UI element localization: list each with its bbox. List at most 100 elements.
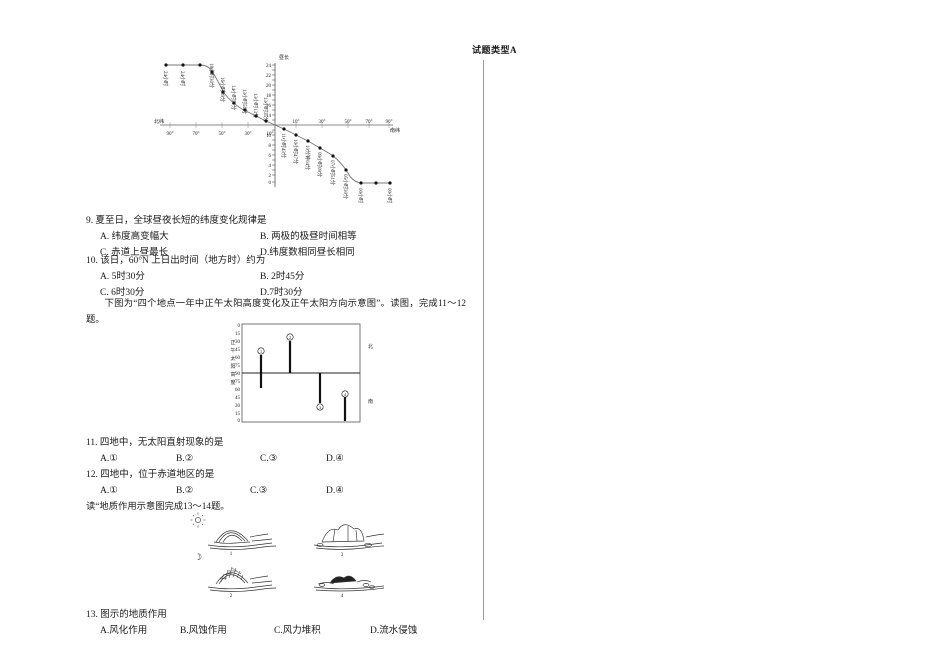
svg-text:24: 24 bbox=[266, 64, 272, 69]
svg-text:16小时09分: 16小时09分 bbox=[219, 77, 226, 102]
question-11-option-c[interactable]: C.③ bbox=[260, 453, 278, 464]
svg-text:4: 4 bbox=[269, 164, 272, 169]
question-11-option-d[interactable]: D.④ bbox=[326, 453, 344, 464]
geo-panel-number-1: 1 bbox=[230, 552, 233, 557]
svg-text:南纬: 南纬 bbox=[390, 127, 400, 134]
svg-text:18小时30分: 18小时30分 bbox=[208, 63, 215, 88]
column-divider bbox=[483, 60, 484, 620]
svg-text:90°: 90° bbox=[167, 132, 174, 137]
svg-text:10分钟04分: 10分钟04分 bbox=[304, 145, 311, 170]
question-12: 12. 四地中，位于赤道地区的是 A.① B.② C.③ D.④ bbox=[86, 468, 466, 499]
svg-text:30°: 30° bbox=[245, 132, 252, 137]
svg-text:15: 15 bbox=[235, 412, 241, 417]
geo-panel-number-3: 3 bbox=[341, 553, 344, 558]
svg-text:北纬: 北纬 bbox=[154, 118, 164, 125]
question-10-option-b[interactable]: B. 2时45分 bbox=[260, 271, 305, 282]
svg-text:13小时13分: 13小时13分 bbox=[252, 93, 259, 118]
svg-text:09小时09分: 09小时09分 bbox=[316, 152, 323, 177]
question-9-options-row-1: A. 纬度高变幅大 B. 两极的极昼时间相等 bbox=[86, 229, 466, 245]
paper-type-label: 试题类型A bbox=[472, 45, 517, 55]
question-12-options: A.① B.② C.③ D.④ bbox=[86, 483, 466, 499]
svg-text:13小时56分: 13小时56分 bbox=[241, 89, 248, 114]
svg-text:2: 2 bbox=[269, 174, 272, 179]
svg-text:2: 2 bbox=[289, 335, 291, 340]
svg-text:度: 度 bbox=[230, 379, 235, 386]
question-10-option-c[interactable]: C. 6时30分 bbox=[100, 287, 145, 298]
question-13: 13. 图示的地质作用 A.风化作用 B.风蚀作用 C.风力堆积 D.流水侵蚀 bbox=[86, 608, 466, 639]
question-11-option-b[interactable]: B.② bbox=[176, 453, 194, 464]
svg-text:60: 60 bbox=[235, 388, 241, 393]
svg-text:3: 3 bbox=[319, 405, 321, 410]
question-13-option-a[interactable]: A.风化作用 bbox=[100, 625, 148, 636]
question-12-option-b[interactable]: B.② bbox=[176, 485, 194, 496]
question-12-option-c[interactable]: C.③ bbox=[250, 485, 268, 496]
figure-geology-diagram: ☽ 1 bbox=[172, 512, 402, 602]
question-11-option-a[interactable]: A.① bbox=[100, 453, 118, 464]
lead-text-13-14: 读“地质作用示意图完成13～14题。 bbox=[86, 502, 230, 512]
question-12-option-a[interactable]: A.① bbox=[100, 485, 118, 496]
question-9-stem: 9. 夏至日，全球昼夜长短的纬度变化规律是 bbox=[86, 216, 267, 226]
svg-text:24小时: 24小时 bbox=[179, 71, 186, 86]
question-13-option-d[interactable]: D.流水侵蚀 bbox=[370, 625, 418, 636]
svg-text:30: 30 bbox=[235, 404, 241, 409]
svg-text:24小时: 24小时 bbox=[162, 71, 169, 86]
question-12-option-d[interactable]: D.④ bbox=[326, 485, 344, 496]
question-9-option-d[interactable]: D.纬度数相同昼长相同 bbox=[260, 247, 355, 258]
sun-icon bbox=[190, 512, 206, 528]
svg-text:20: 20 bbox=[266, 84, 272, 89]
question-11-options: A.① B.② C.③ D.④ bbox=[86, 451, 466, 467]
svg-text:45: 45 bbox=[235, 348, 241, 353]
question-9-option-c[interactable]: C. 赤道上昼最长 bbox=[100, 247, 169, 258]
question-10-options-row-1: A. 5时30分 B. 2时45分 bbox=[86, 269, 466, 285]
figure-solar-altitude-chart: 0 15 30 45 60 75 90 75 60 45 30 15 0 正午 bbox=[190, 318, 390, 430]
geo-panel-number-4: 4 bbox=[341, 594, 344, 599]
lead-text-11-12: 下图为“四个地点一年中正午太阳高度变化及正午太阳方向示意图”。读图，完成11～1… bbox=[86, 299, 466, 325]
chart-side-label-south: 南 bbox=[368, 398, 373, 405]
svg-text:0: 0 bbox=[238, 419, 241, 424]
svg-text:14小时51分: 14小时51分 bbox=[230, 85, 237, 110]
svg-text:15: 15 bbox=[235, 332, 241, 337]
svg-text:07小时51分: 07小时51分 bbox=[329, 160, 336, 185]
question-9-option-a[interactable]: A. 纬度高变幅大 bbox=[100, 231, 169, 242]
right-column: 14. 与图示地质作用相关最密切的自然因素是 A.光照 B.气温 C.植被 D.… bbox=[470, 0, 950, 672]
svg-text:30: 30 bbox=[235, 340, 241, 345]
question-13-option-b[interactable]: B.风蚀作用 bbox=[180, 625, 227, 636]
svg-text:00小时: 00小时 bbox=[386, 188, 393, 203]
svg-text:4: 4 bbox=[344, 392, 347, 397]
svg-text:10°: 10° bbox=[267, 132, 274, 137]
question-10-stem: 10. 该日，60°N 上日出时间（地方时）约为 bbox=[86, 256, 266, 266]
svg-text:22: 22 bbox=[266, 74, 272, 79]
question-11-stem: 11. 四地中，无太阳直射现象的是 bbox=[86, 438, 224, 448]
svg-text:00小时: 00小时 bbox=[357, 188, 364, 203]
svg-text:0: 0 bbox=[238, 324, 241, 329]
svg-text:05小时30分: 05小时30分 bbox=[342, 174, 349, 199]
svg-text:1: 1 bbox=[260, 349, 262, 354]
question-13-stem: 13. 图示的地质作用 bbox=[86, 610, 167, 620]
question-9-option-b[interactable]: B. 两极的极昼时间相等 bbox=[260, 231, 357, 242]
svg-text:午: 午 bbox=[230, 347, 235, 354]
moon-icon: ☽ bbox=[194, 552, 202, 562]
question-13-option-c[interactable]: C.风力堆积 bbox=[274, 625, 321, 636]
question-12-stem: 12. 四地中，位于赤道地区的是 bbox=[86, 470, 215, 480]
svg-text:8: 8 bbox=[269, 144, 272, 149]
geo-panel-number-2: 2 bbox=[230, 594, 233, 599]
svg-text:阳: 阳 bbox=[230, 363, 235, 370]
chart-ylabel: 昼长 bbox=[279, 54, 289, 61]
question-9-options-row-2: C. 赤道上昼最长 D.纬度数相同昼长相同 bbox=[86, 245, 466, 261]
svg-text:正: 正 bbox=[230, 340, 235, 346]
svg-text:11小时43分: 11小时43分 bbox=[280, 133, 287, 158]
svg-text:75: 75 bbox=[235, 380, 241, 385]
svg-text:75: 75 bbox=[235, 364, 241, 369]
svg-text:10小时47分: 10小时47分 bbox=[292, 139, 299, 164]
chart-side-label-north: 北 bbox=[368, 343, 373, 350]
svg-text:70°: 70° bbox=[193, 132, 200, 137]
svg-text:14: 14 bbox=[266, 114, 272, 119]
svg-text:60: 60 bbox=[235, 356, 241, 361]
question-10-option-a[interactable]: A. 5时30分 bbox=[100, 271, 145, 282]
question-10-option-d[interactable]: D.7时30分 bbox=[260, 287, 303, 298]
svg-text:16: 16 bbox=[266, 104, 272, 109]
svg-text:太: 太 bbox=[230, 355, 235, 362]
